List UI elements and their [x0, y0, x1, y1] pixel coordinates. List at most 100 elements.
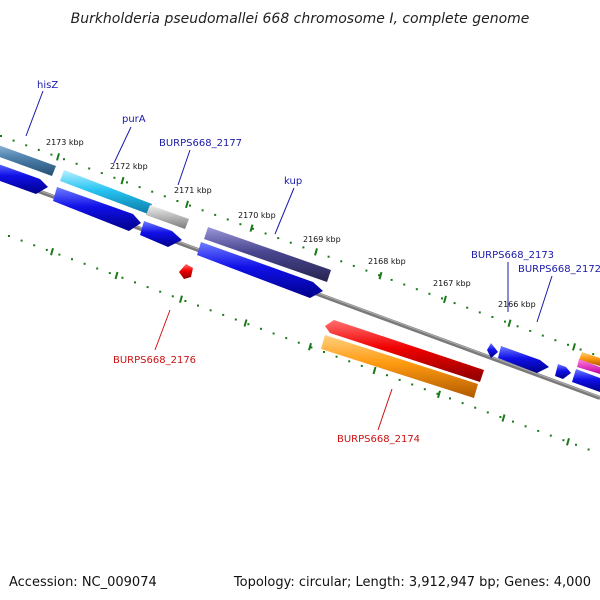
tick-dot: [113, 176, 116, 179]
gene-labels: hisZ purA BURPS668_2177 kup BURPS668_217…: [25, 80, 600, 445]
tick-dot: [209, 309, 212, 312]
gene-bar-right-magenta[interactable]: [577, 359, 600, 374]
gene-arrow-burps668-2174-red[interactable]: [325, 320, 484, 382]
gene-bar-kup[interactable]: [204, 227, 331, 282]
gene-bar-pura[interactable]: [60, 170, 152, 214]
tick-dot: [335, 355, 338, 358]
forward-gene-arrow[interactable]: [498, 346, 549, 373]
feature-track-upper: [0, 142, 600, 374]
tick-dot: [352, 264, 355, 267]
forward-gene-arrow[interactable]: [53, 187, 141, 231]
tick-dot: [151, 190, 154, 193]
tick-dot: [348, 360, 351, 363]
gene-label-burps668-2174[interactable]: BURPS668_2174: [337, 434, 420, 445]
tick-dot: [474, 406, 477, 409]
tick-label: 2172 kbp: [110, 162, 148, 171]
tick-dot: [75, 162, 78, 165]
tick-label: 2166 kbp: [498, 300, 536, 309]
tick-dot: [302, 246, 305, 249]
tick-dot: [247, 323, 250, 326]
tick-dot: [239, 223, 242, 226]
tick-dot: [365, 269, 368, 272]
gene-label-hisz[interactable]: hisZ: [37, 80, 58, 91]
tick-dot: [524, 425, 527, 428]
tick-dot: [567, 343, 569, 346]
tick-dot: [360, 364, 363, 367]
reverse-strand-genes: [179, 264, 484, 398]
forward-gene-arrow[interactable]: [140, 221, 182, 247]
tick-dot: [71, 258, 73, 261]
genome-summary-text: Topology: circular; Length: 3,912,947 bp…: [233, 575, 591, 590]
tick-dot: [310, 346, 313, 349]
tick-dot: [134, 281, 136, 284]
forward-gene-arrow[interactable]: [555, 364, 571, 379]
tick-dot: [8, 235, 10, 237]
gene-label-burps668-2173[interactable]: BURPS668_2173: [471, 250, 554, 261]
tick-label: 2168 kbp: [368, 257, 406, 266]
tick-dot: [327, 255, 330, 258]
tick-dot: [264, 232, 267, 235]
forward-gene-arrow[interactable]: [0, 161, 48, 194]
tick-mark: [572, 343, 576, 351]
tick-dot: [108, 272, 111, 275]
tick-dot: [138, 186, 141, 189]
tick-label: 2167 kbp: [433, 279, 471, 288]
tick-mark: [243, 319, 248, 327]
gene-bar-burps668-2177[interactable]: [146, 205, 189, 229]
tick-mark: [507, 319, 512, 327]
tick-dot: [96, 267, 99, 270]
tick-dot: [453, 302, 456, 305]
tick-dot: [587, 448, 590, 451]
tick-label: 2169 kbp: [303, 235, 341, 244]
tick-dot: [45, 248, 48, 251]
tick-dot: [88, 167, 91, 170]
tick-dot: [415, 288, 418, 291]
tick-dot: [234, 318, 237, 321]
gene-arrow-burps668-2176[interactable]: [179, 264, 193, 279]
tick-dot: [222, 313, 225, 316]
tick-mark: [314, 248, 318, 256]
tick-dot: [33, 244, 36, 247]
gene-label-burps668-2176[interactable]: BURPS668_2176: [113, 355, 196, 366]
leader-line: [154, 309, 171, 351]
tick-dot: [214, 213, 217, 216]
leader-line: [274, 187, 295, 235]
tick-label: 2173 kbp: [46, 138, 84, 147]
gene-arrow-burps668-2174[interactable]: [321, 335, 478, 398]
tick-mark: [443, 295, 447, 304]
gene-label-pura[interactable]: purA: [122, 114, 146, 125]
tick-mark: [50, 247, 54, 256]
tick-dot: [504, 320, 506, 323]
gene-label-burps668-2177[interactable]: BURPS668_2177: [159, 138, 242, 149]
tick-dot: [562, 439, 565, 442]
map-title: Burkholderia pseudomallei 668 chromosome…: [71, 11, 530, 27]
tick-dot: [189, 204, 191, 207]
gene-bar-right-orange[interactable]: [579, 352, 600, 366]
tick-dot: [537, 429, 540, 432]
forward-gene-arrow[interactable]: [572, 369, 600, 392]
tick-dot: [398, 378, 401, 381]
tick-dot: [449, 397, 451, 400]
tick-dot: [340, 260, 343, 263]
tick-dot: [58, 253, 61, 256]
tick-label: 2170 kbp: [238, 211, 276, 220]
gene-label-kup[interactable]: kup: [284, 176, 302, 187]
tick-dot: [252, 227, 254, 230]
tick-dot: [423, 388, 426, 391]
tick-dot: [176, 200, 179, 202]
forward-gene-arrow[interactable]: [197, 242, 323, 298]
leader-line: [377, 388, 393, 431]
gene-label-burps668-2172[interactable]: BURPS668_2172: [518, 264, 600, 275]
tick-dot: [529, 329, 532, 332]
tick-dot: [478, 311, 481, 314]
outer-tick-track: [0, 135, 595, 356]
tick-dot: [541, 334, 544, 337]
tick-dot: [499, 416, 502, 418]
tick-mark: [437, 390, 441, 399]
tick-dot: [100, 172, 103, 175]
tick-label: 2171 kbp: [174, 186, 212, 195]
accession-text: Accession: NC_009074: [9, 575, 157, 590]
tick-mark: [249, 224, 254, 232]
forward-gene-arrow[interactable]: [487, 343, 498, 358]
gene-bar-hisz[interactable]: [0, 142, 56, 176]
